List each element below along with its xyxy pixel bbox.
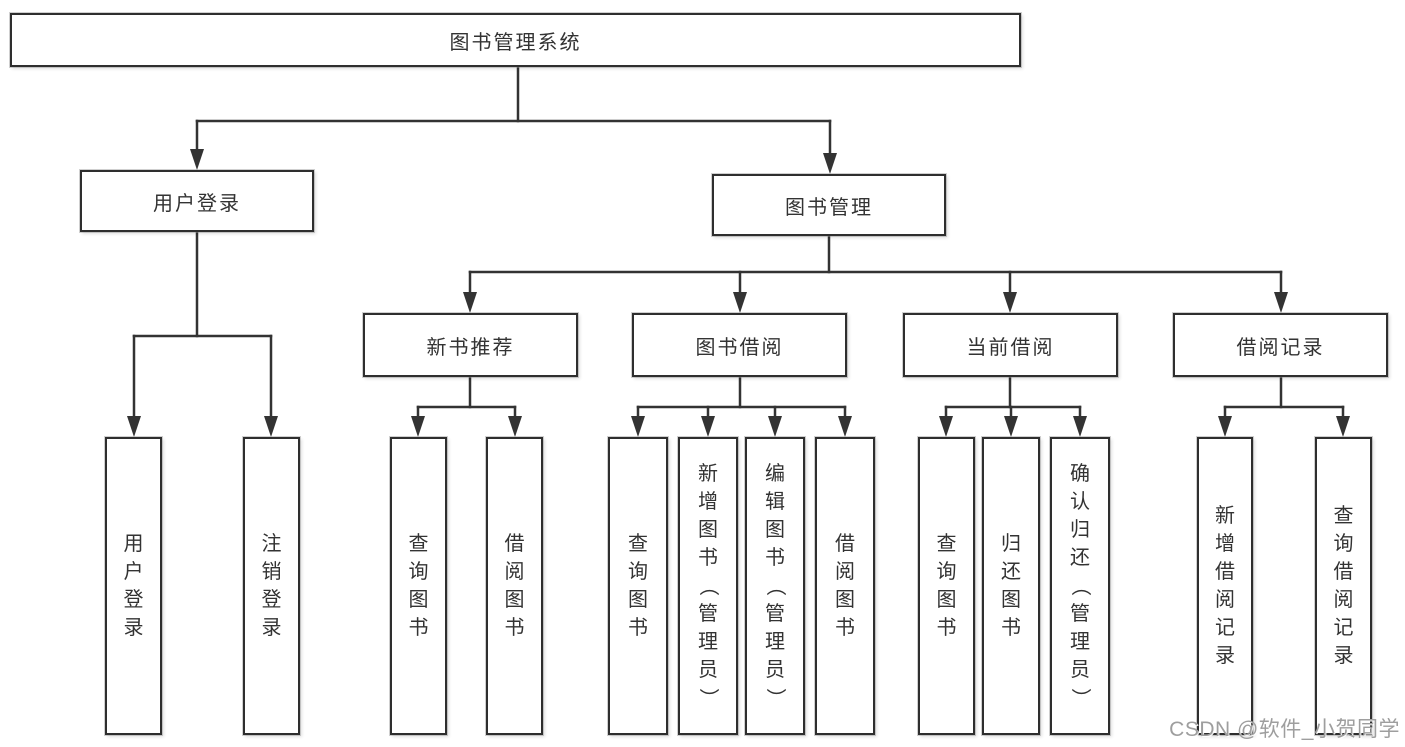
leaf-label-char: 图 [698, 519, 718, 541]
leaf-label-char: （ [1069, 576, 1091, 596]
leaf-label-char: 编 [765, 463, 785, 485]
leaf-label-char: 理 [1070, 631, 1090, 653]
node-book-management: 图书管理 [712, 174, 946, 236]
leaf-label-char: 图 [504, 589, 525, 611]
leaf-label-char: 管 [765, 603, 785, 625]
leaf-label-char: 辑 [765, 491, 785, 513]
leaf-label-char: 书 [936, 617, 957, 639]
leaf-label-char: 阅 [504, 561, 525, 583]
leaf-label-char: 询 [408, 561, 429, 583]
leaf-label-char: 归 [1070, 519, 1090, 541]
leaf-label-char: 借 [504, 533, 525, 555]
leaf-label-char: 书 [698, 547, 718, 569]
leaf-label-char: 图 [628, 589, 648, 611]
leaf-label-char: 询 [1333, 533, 1354, 555]
leaf-label-char: 增 [698, 491, 718, 513]
leaf-label-char: 管 [1070, 603, 1090, 625]
leaf-label-char: 阅 [1333, 589, 1354, 611]
leaf-label-char: 查 [408, 533, 429, 555]
node-user-login-label: 用户登录 [153, 192, 241, 215]
leaf-label-char: 注 [261, 533, 282, 555]
leaf-label-char: 图 [936, 589, 957, 611]
node-book-management-label: 图书管理 [785, 196, 873, 219]
leaf-query-books-recommend: 查询图书 [390, 437, 447, 735]
leaf-label-char: 查 [936, 533, 957, 555]
node-borrowing-records: 借阅记录 [1173, 313, 1388, 377]
watermark-csdn: CSDN @软件_小贺同学 [1169, 718, 1400, 741]
leaf-label-char: 记 [1333, 617, 1354, 639]
leaf-logout: 注销登录 [243, 437, 300, 735]
leaf-label-char: 还 [1001, 561, 1021, 583]
leaf-confirm-return-admin: 确认归还 （ 管理员 ） [1050, 437, 1110, 735]
leaf-label-char: 书 [504, 617, 525, 639]
leaf-add-borrow-record: 新增借阅记录 [1197, 437, 1253, 735]
leaf-label-char: 图 [408, 589, 429, 611]
leaf-label-char: 询 [628, 561, 648, 583]
leaf-return-book: 归还图书 [982, 437, 1040, 735]
leaf-label-char: 图 [765, 519, 785, 541]
leaf-label-char: 理 [698, 631, 718, 653]
leaf-edit-book-admin: 编辑图书 （ 管理员 ） [745, 437, 805, 735]
leaf-borrow-book-recommend: 借阅图书 [486, 437, 543, 735]
leaf-label-char: 录 [123, 617, 144, 639]
node-current-borrowing-label: 当前借阅 [966, 336, 1055, 359]
leaf-query-borrow-record: 查询借阅记录 [1315, 437, 1372, 735]
leaf-label-char: ） [1069, 688, 1091, 708]
leaf-label-char: 图 [835, 589, 855, 611]
leaf-query-books-borrowing: 查询图书 [608, 437, 668, 735]
leaf-user-login: 用户登录 [105, 437, 162, 735]
leaf-label-char: 增 [1215, 533, 1235, 555]
node-new-book-recommend: 新书推荐 [363, 313, 578, 377]
leaf-label-char: 用 [123, 533, 144, 555]
leaf-label-char: 录 [1215, 645, 1235, 667]
leaf-label-char: 书 [1001, 617, 1021, 639]
leaf-label-char: 查 [1333, 505, 1354, 527]
leaf-label-char: 借 [1333, 561, 1354, 583]
leaf-label-char: 销 [261, 561, 282, 583]
leaf-label-char: （ [697, 576, 719, 596]
node-borrowing-records-label: 借阅记录 [1236, 336, 1325, 359]
node-book-borrowing-label: 图书借阅 [695, 336, 784, 359]
leaf-label-char: 登 [123, 589, 144, 611]
node-library-system-label: 图书管理系统 [449, 31, 582, 54]
leaf-label-char: 阅 [1215, 589, 1235, 611]
leaf-label-char: 书 [628, 617, 648, 639]
leaf-label-char: 登 [261, 589, 282, 611]
leaf-label-char: 书 [408, 617, 429, 639]
node-new-book-recommend-label: 新书推荐 [426, 336, 515, 359]
leaf-label-char: 图 [1001, 589, 1021, 611]
leaf-label-char: 新 [1215, 505, 1235, 527]
node-library-system: 图书管理系统 [10, 13, 1021, 67]
leaf-label-char: 借 [1215, 561, 1235, 583]
leaf-label-char: 归 [1001, 533, 1021, 555]
leaf-label-char: 理 [765, 631, 785, 653]
leaf-label-char: 员 [765, 659, 785, 681]
leaf-label-char: 记 [1215, 617, 1235, 639]
leaf-label-char: 员 [1070, 659, 1090, 681]
leaf-label-char: 书 [765, 547, 785, 569]
leaf-label-char: 书 [835, 617, 855, 639]
leaf-label-char: （ [764, 576, 786, 596]
leaf-label-char: 还 [1070, 547, 1090, 569]
node-book-borrowing: 图书借阅 [632, 313, 847, 377]
leaf-label-char: 确 [1070, 463, 1090, 485]
leaf-label-char: ） [764, 688, 786, 708]
leaf-label-char: 认 [1070, 491, 1090, 513]
leaf-query-books-current: 查询图书 [918, 437, 975, 735]
leaf-label-char: 新 [698, 463, 718, 485]
leaf-add-book-admin: 新增图书 （ 管理员 ） [678, 437, 738, 735]
leaf-label-char: 查 [628, 533, 648, 555]
leaf-label-char: 管 [698, 603, 718, 625]
leaf-label-char: ） [697, 688, 719, 708]
node-user-login: 用户登录 [80, 170, 314, 232]
leaf-label-char: 录 [261, 617, 282, 639]
leaf-label-char: 借 [835, 533, 855, 555]
leaf-borrow-book: 借阅图书 [815, 437, 875, 735]
leaf-label-char: 户 [123, 561, 144, 583]
leaf-label-char: 阅 [835, 561, 855, 583]
leaf-label-char: 员 [698, 659, 718, 681]
node-current-borrowing: 当前借阅 [903, 313, 1118, 377]
leaf-label-char: 录 [1333, 645, 1354, 667]
leaf-label-char: 询 [936, 561, 957, 583]
